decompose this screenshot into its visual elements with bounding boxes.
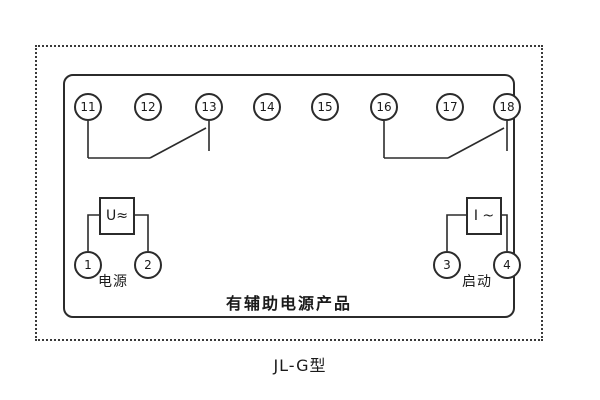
terminal-13: 13 [195, 93, 223, 121]
terminal-14: 14 [253, 93, 281, 121]
aux-power-caption: 有辅助电源产品 [225, 294, 352, 313]
power-supply-label: 电源 [98, 274, 128, 290]
terminal-3: 3 [433, 251, 461, 279]
terminal-17: 17 [436, 93, 464, 121]
voltage-source-box: U≈ [99, 197, 135, 235]
model-title: JL-G型 [273, 356, 327, 375]
terminal-16: 16 [370, 93, 398, 121]
terminal-12: 12 [134, 93, 162, 121]
terminal-1: 1 [74, 251, 102, 279]
terminal-11: 11 [74, 93, 102, 121]
terminal-2: 2 [134, 251, 162, 279]
terminal-4: 4 [493, 251, 521, 279]
terminal-18: 18 [493, 93, 521, 121]
start-label: 启动 [462, 274, 492, 290]
current-source-box: I ~ [466, 197, 502, 235]
terminal-15: 15 [311, 93, 339, 121]
